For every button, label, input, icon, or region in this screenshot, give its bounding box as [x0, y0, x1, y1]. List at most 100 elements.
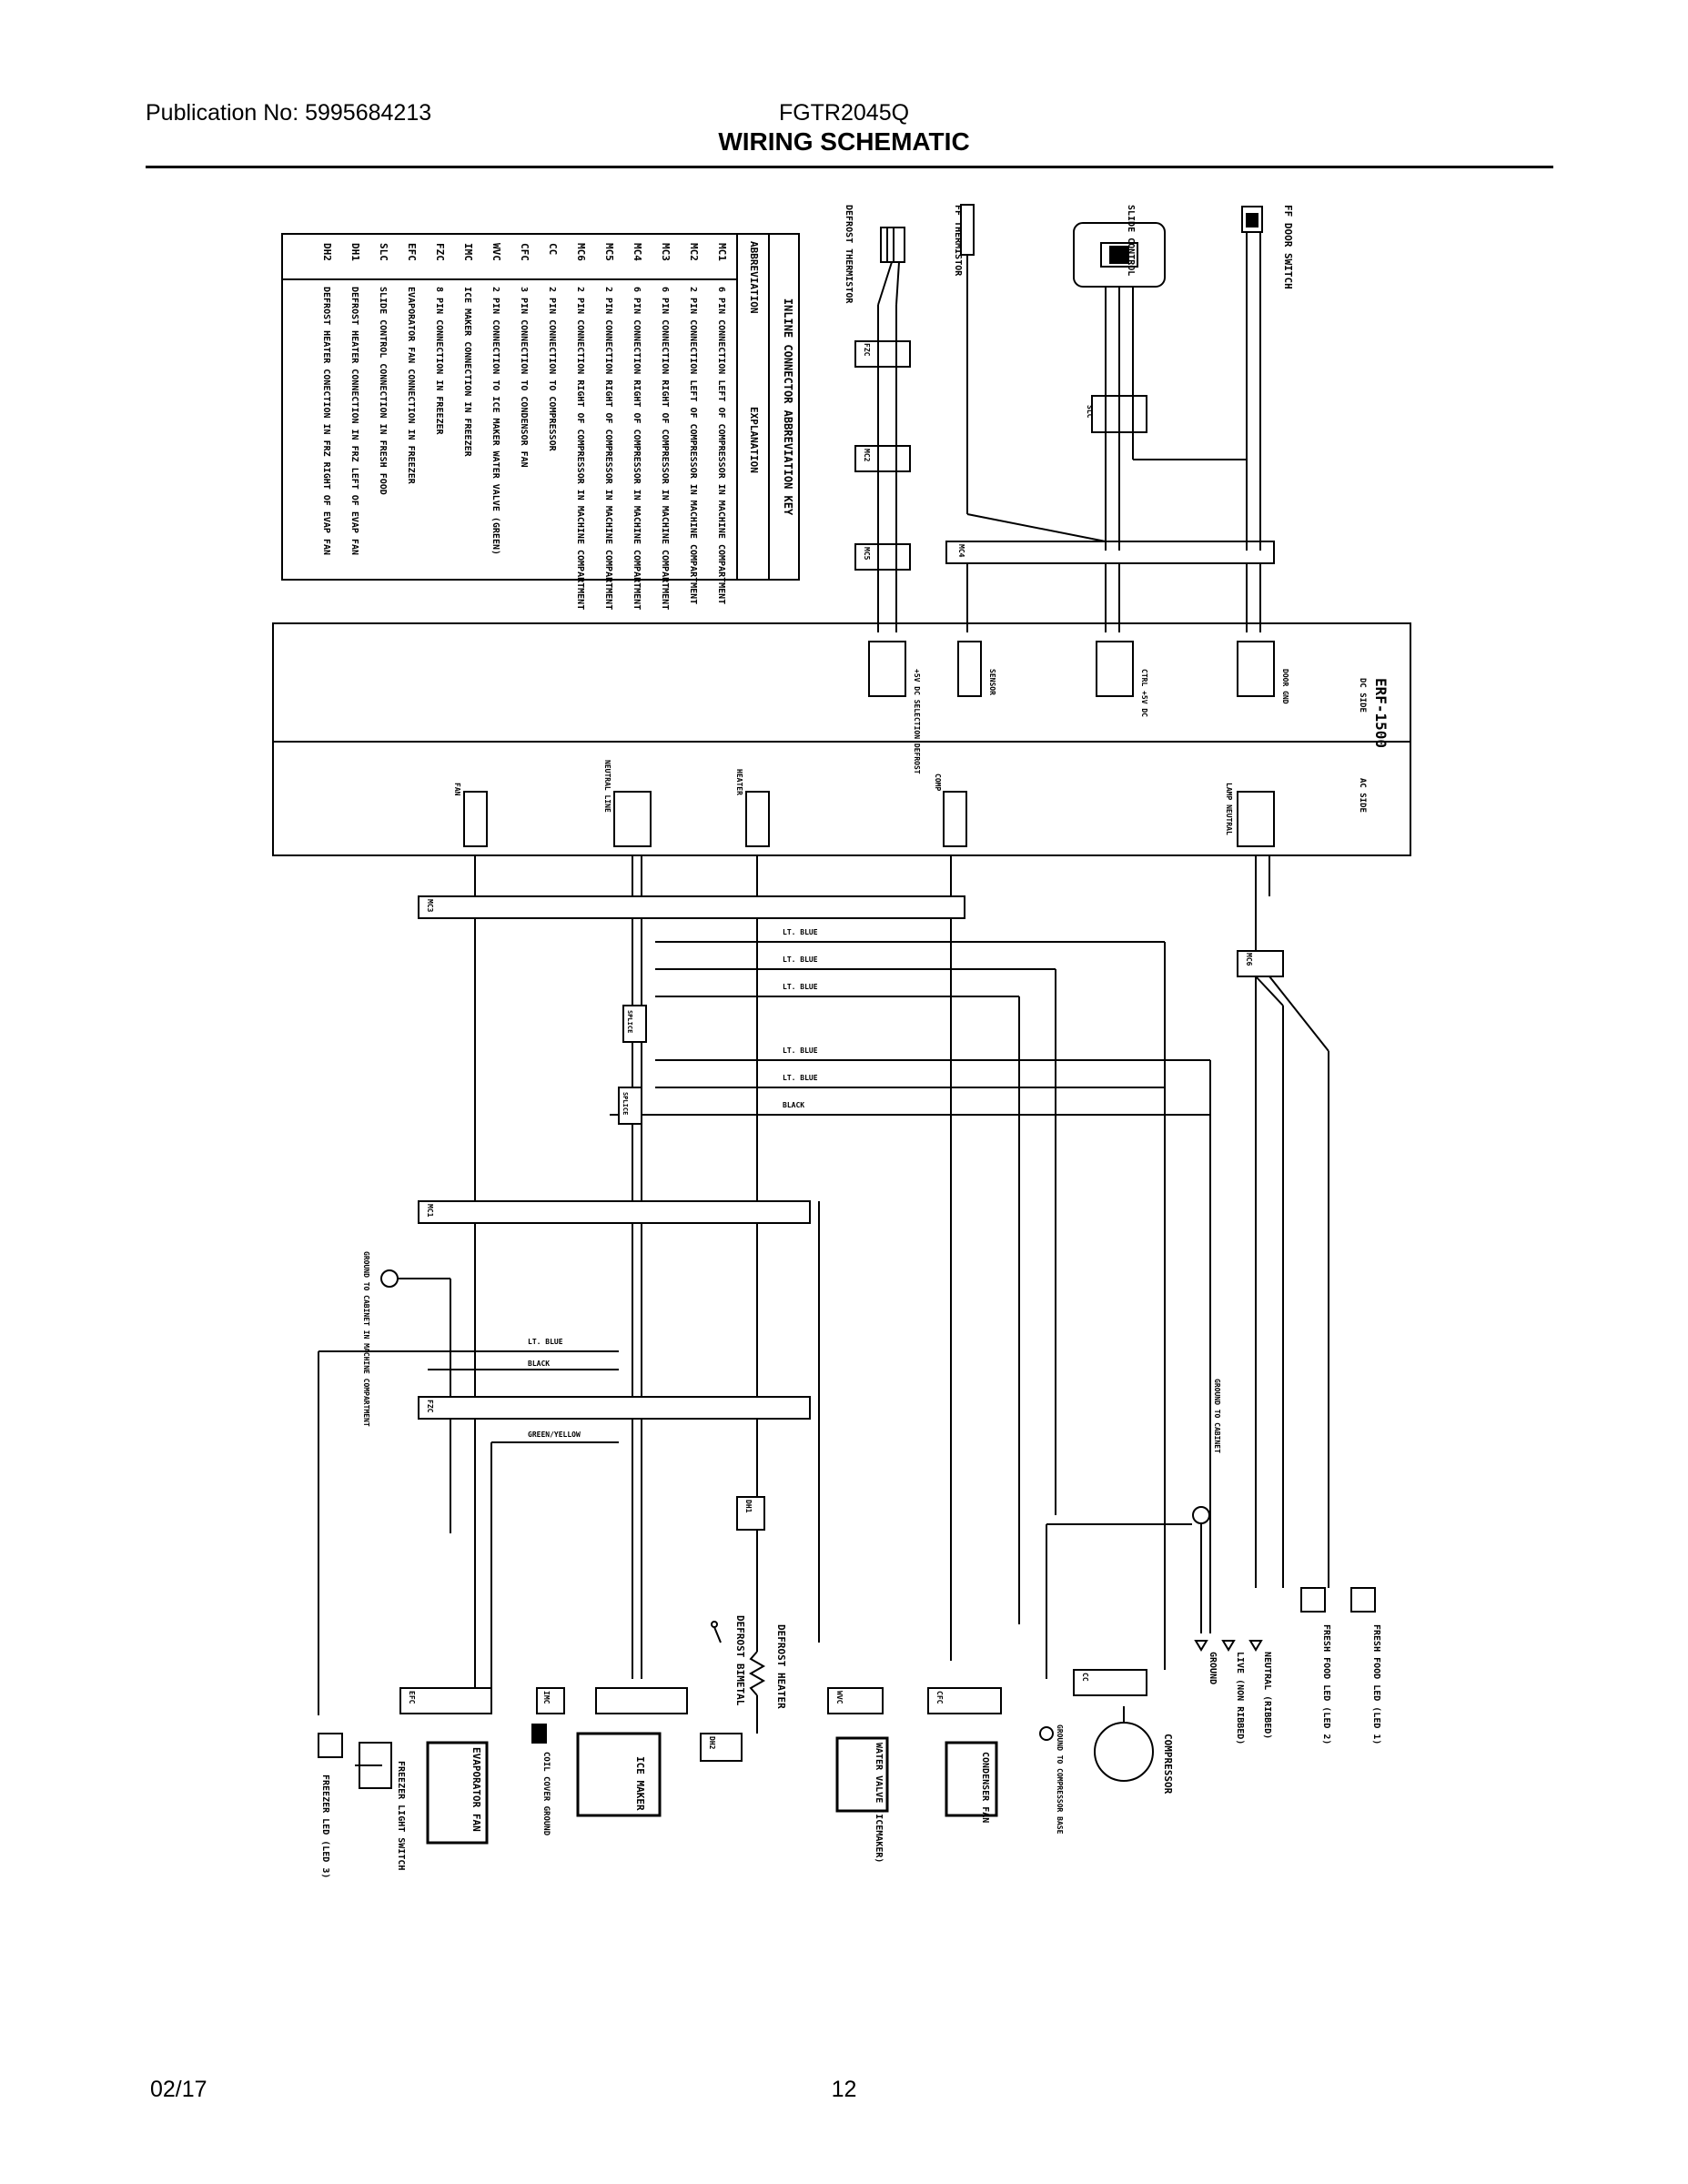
key-abbrev: MC5: [603, 243, 615, 261]
defrost-thermistor-label: DEFROST THERMISTOR: [844, 205, 854, 304]
svg-text:LT. BLUE: LT. BLUE: [783, 956, 818, 964]
slide-control: SLIDE CONTROL: [1073, 205, 1247, 551]
svg-text:IMC: IMC: [542, 1691, 551, 1704]
footer-date: 02/17: [150, 2077, 207, 2102]
key-abbrev: DH1: [349, 243, 361, 261]
svg-text:FRESH FOOD LED (LED 1): FRESH FOOD LED (LED 1): [1371, 1624, 1381, 1744]
key-explanation: 8 PIN CONNECTION IN FREEZER: [434, 287, 444, 436]
svg-text:WVC: WVC: [835, 1691, 844, 1704]
wiring-schematic: INLINE CONNECTOR ABBREVIATION KEY ABBREV…: [255, 187, 1429, 1916]
key-abbrev: CFC: [519, 243, 531, 261]
key-explanation: 2 PIN CONNECTION RIGHT OF COMPRESSOR IN …: [603, 287, 613, 610]
svg-text:GREEN/YELLOW: GREEN/YELLOW: [528, 1431, 581, 1439]
svg-text:DH2: DH2: [708, 1736, 716, 1750]
svg-text:LT. BLUE: LT. BLUE: [783, 1074, 818, 1082]
ac-wiring: MC3 MC6 LT. BLUE LT. BLUE LT. BLUE LT. B…: [318, 855, 1381, 1744]
svg-text:DEFROST HEATER: DEFROST HEATER: [775, 1624, 787, 1709]
svg-text:MC1: MC1: [426, 1204, 434, 1218]
svg-text:DEFROST BIMETAL: DEFROST BIMETAL: [734, 1615, 746, 1706]
svg-text:MC5: MC5: [863, 547, 871, 561]
svg-text:SPLICE: SPLICE: [622, 1092, 629, 1115]
key-explanation: EVAPORATOR FAN CONNECTION IN FREEZER: [406, 287, 416, 485]
board-name: ERF-1500: [1372, 678, 1390, 748]
ice-maker: IMC ICE MAKER: [536, 1687, 688, 1817]
svg-text:FRESH FOOD LED (LED 2): FRESH FOOD LED (LED 2): [1321, 1624, 1331, 1744]
key-explanation: 2 PIN CONNECTION TO COMPRESSOR: [547, 287, 557, 452]
key-abbrev: MC4: [632, 243, 643, 261]
svg-text:GROUND TO CABINET IN MACHINE C: GROUND TO CABINET IN MACHINE COMPARTMENT: [362, 1251, 370, 1427]
key-abbrev: WVC: [490, 243, 502, 261]
key-explanation: 2 PIN CONNECTION LEFT OF COMPRESSOR IN M…: [688, 287, 698, 604]
mc2-connector: MC2: [854, 445, 911, 472]
svg-text:HEATER: HEATER: [735, 769, 743, 795]
svg-text:COIL COVER GROUND: COIL COVER GROUND: [541, 1752, 551, 1836]
svg-text:LAMP NEUTRAL: LAMP NEUTRAL: [1225, 783, 1233, 835]
svg-text:FZC: FZC: [426, 1400, 434, 1413]
fzc-top-connector: FZC: [854, 340, 911, 368]
coil-cover-ground: COIL COVER GROUND: [531, 1724, 551, 1836]
svg-text:CFC: CFC: [935, 1691, 944, 1704]
key-explanation: 2 PIN CONNECTION RIGHT OF COMPRESSOR IN …: [575, 287, 585, 610]
svg-text:CTRL +5V DC: CTRL +5V DC: [1140, 669, 1148, 717]
svg-text:MC4: MC4: [957, 544, 965, 558]
svg-text:LT. BLUE: LT. BLUE: [783, 1046, 818, 1055]
control-board: ERF-1500 DC SIDE AC SIDE LAMP NEUTRAL CO…: [272, 622, 1411, 856]
key-col-expl: EXPLANATION: [748, 407, 760, 473]
model-number: FGTR2045Q: [778, 100, 910, 126]
svg-text:DH1: DH1: [744, 1500, 753, 1513]
svg-text:FREEZER LED (LED 3): FREEZER LED (LED 3): [320, 1774, 330, 1878]
svg-text:EFC: EFC: [408, 1691, 416, 1704]
key-abbrev: DH2: [321, 243, 333, 261]
evaporator-fan: EFC EVAPORATOR FAN: [399, 1687, 492, 1845]
svg-text:CC: CC: [1081, 1673, 1089, 1682]
key-explanation: 6 PIN CONNECTION LEFT OF COMPRESSOR IN M…: [716, 287, 726, 604]
svg-text:FZC: FZC: [863, 343, 871, 357]
key-abbrev: IMC: [462, 243, 474, 261]
dc-side-label: DC SIDE: [1358, 678, 1367, 713]
ac-side-label: AC SIDE: [1358, 778, 1367, 813]
ff-thermistor-label: FF THERMISTOR: [953, 205, 963, 277]
svg-text:WATER VALVE (ICEMAKER): WATER VALVE (ICEMAKER): [874, 1743, 884, 1863]
svg-text:+5V DC SELECTION DEFROST: +5V DC SELECTION DEFROST: [913, 669, 921, 774]
key-explanation: DEFROST HEATER CONECTION IN FRZ RIGHT OF…: [321, 287, 331, 555]
svg-text:BLACK: BLACK: [528, 1360, 550, 1368]
svg-text:DOOR GND: DOOR GND: [1281, 669, 1289, 704]
compressor: CC COMPRESSOR GROUND TO COMPRESSOR BASE: [1039, 1669, 1174, 1835]
key-abbrev: FZC: [434, 243, 446, 261]
key-title: INLINE CONNECTOR ABBREVIATION KEY: [782, 298, 794, 516]
svg-text:MC6: MC6: [1245, 953, 1253, 966]
defrost-thermistor: DEFROST THERMISTOR: [844, 205, 905, 623]
footer-page-number: 12: [831, 2077, 857, 2102]
svg-text:SENSOR: SENSOR: [988, 669, 996, 695]
svg-text:LIVE (NON RIBBED): LIVE (NON RIBBED): [1235, 1652, 1245, 1744]
water-valve: WVC WATER VALVE (ICEMAKER): [827, 1687, 889, 1863]
slc-connector: SLC: [1086, 395, 1147, 433]
key-abbrev: MC6: [575, 243, 587, 261]
publication-number: Publication No: 5995684213: [146, 100, 432, 126]
svg-text:GROUND TO COMPRESSOR BASE: GROUND TO COMPRESSOR BASE: [1056, 1724, 1064, 1835]
svg-text:NEUTRAL (RIBBED): NEUTRAL (RIBBED): [1262, 1652, 1272, 1739]
key-abbrev: EFC: [406, 243, 418, 261]
svg-text:LT. BLUE: LT. BLUE: [528, 1338, 563, 1346]
key-abbrev: CC: [547, 243, 559, 255]
svg-text:LT. BLUE: LT. BLUE: [783, 983, 818, 991]
svg-text:COMP: COMP: [934, 774, 942, 791]
svg-text:BLACK: BLACK: [783, 1101, 804, 1109]
compressor-label: COMPRESSOR: [1162, 1734, 1174, 1795]
key-abbrev: SLC: [378, 243, 389, 261]
key-explanation: ICE MAKER CONNECTION IN FREEZER: [462, 287, 472, 458]
svg-text:ICE MAKER: ICE MAKER: [634, 1756, 646, 1811]
svg-text:MC3: MC3: [426, 899, 434, 913]
mc4-connector: MC4: [945, 541, 1275, 564]
mc5-connector: MC5: [854, 543, 911, 571]
key-abbrev: MC2: [688, 243, 700, 261]
ff-door-switch-label: FF DOOR SWITCH: [1282, 205, 1294, 289]
key-col-abbrev: ABBREVIATION: [748, 241, 760, 313]
svg-text:LT. BLUE: LT. BLUE: [783, 928, 818, 936]
svg-text:MC2: MC2: [863, 449, 871, 462]
key-explanation: DEFROST HEATER CONNECTION IN FRZ LEFT OF…: [349, 287, 359, 555]
svg-text:GROUND TO CABINET: GROUND TO CABINET: [1213, 1379, 1221, 1453]
key-explanation: 2 PIN CONNECTION TO ICE MAKER WATER VALV…: [490, 287, 500, 555]
svg-text:SLC: SLC: [1086, 405, 1094, 419]
svg-text:EVAPORATOR FAN: EVAPORATOR FAN: [470, 1747, 482, 1832]
